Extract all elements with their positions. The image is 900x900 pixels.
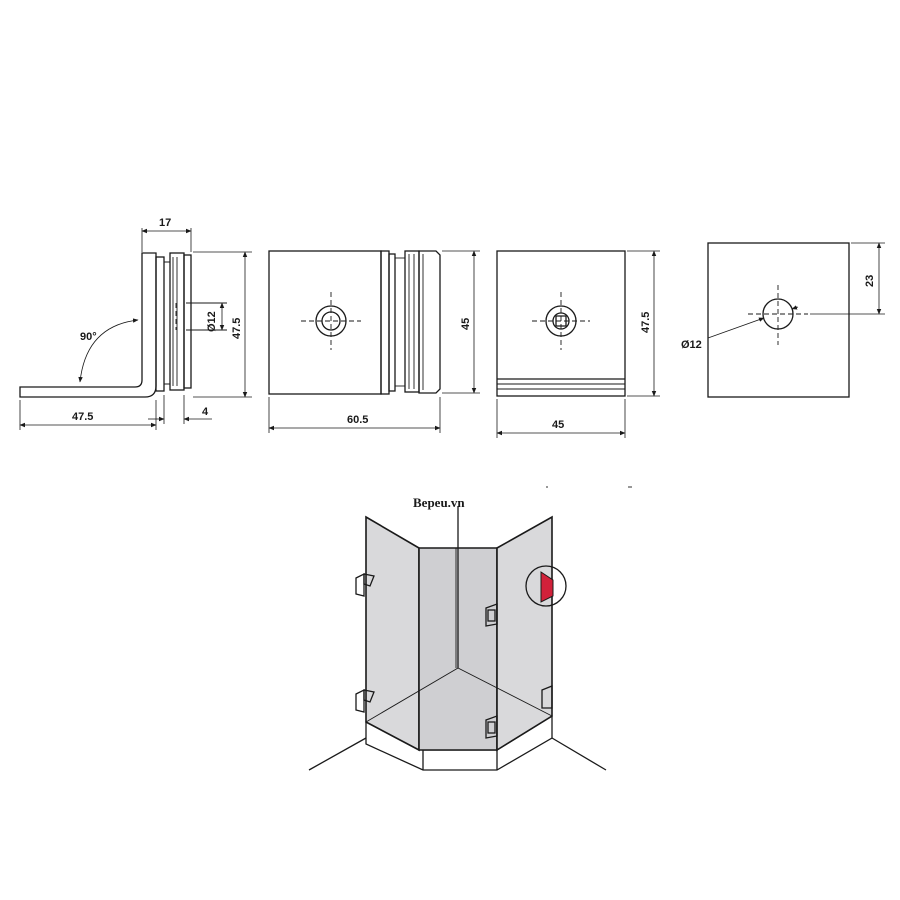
- angle-label: 90°: [80, 331, 97, 343]
- plate-hole-label: Ø12: [681, 339, 702, 351]
- front-view: 60.5 45: [268, 250, 480, 433]
- side-view: 17 47.5 Ø12 47.5 4 90°: [19, 217, 252, 430]
- watermark-text: Bepeu.vn: [413, 495, 465, 510]
- front-height-label: 45: [460, 318, 472, 330]
- dim-top-label: 17: [159, 217, 171, 229]
- dim-hole-label: Ø12: [206, 311, 218, 332]
- highlight-circle: [525, 565, 567, 607]
- clamp-width-label: 45: [552, 419, 564, 431]
- front-width-label: 60.5: [347, 414, 368, 426]
- highlight-bracket-icon: [540, 571, 554, 603]
- clamp-height-label: 47.5: [640, 312, 652, 333]
- shower-illustration: Bepeu.vn: [308, 486, 632, 771]
- clamp-view: 45 47.5: [496, 250, 660, 438]
- dim-base-label: 47.5: [72, 411, 93, 423]
- dim-thickness-label: 4: [202, 406, 209, 418]
- plate-view: 23 Ø12: [681, 242, 885, 398]
- plate-offset-label: 23: [864, 275, 876, 287]
- dim-height-label: 47.5: [231, 318, 243, 339]
